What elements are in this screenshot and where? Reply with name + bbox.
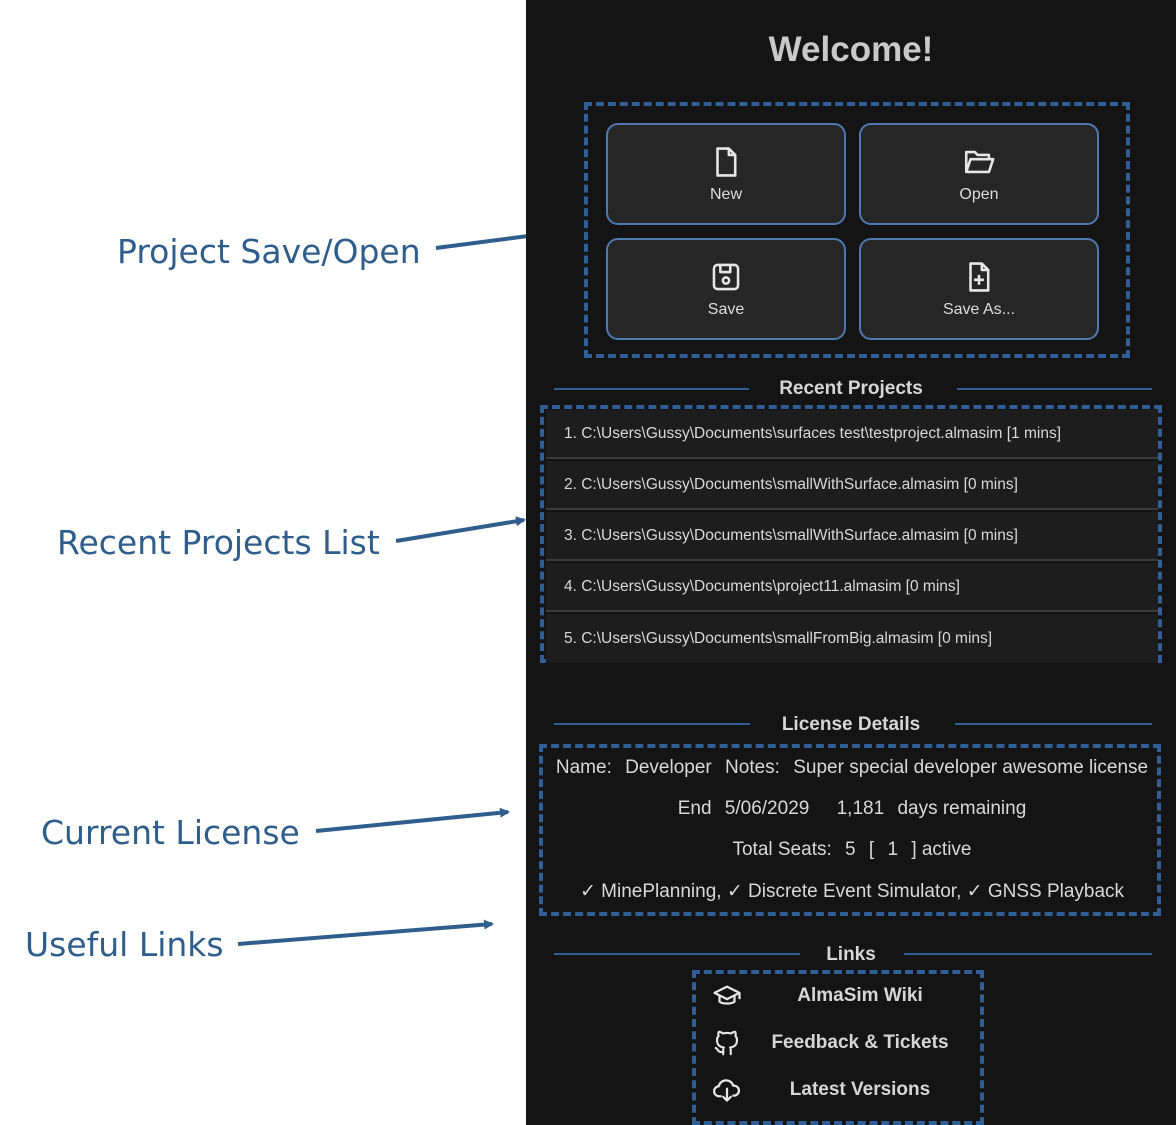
license-active-open: [ xyxy=(868,839,875,860)
link-feedback-tickets-label: Feedback & Tickets xyxy=(771,1032,949,1053)
links-rule-right xyxy=(904,953,1152,955)
recent-project-item[interactable]: 1. C:\Users\Gussy\Documents\surfaces tes… xyxy=(546,410,1158,459)
links-highlight xyxy=(692,970,984,1125)
link-almasim-wiki-label: AlmaSim Wiki xyxy=(797,985,923,1006)
new-project-button[interactable]: New xyxy=(606,123,846,225)
save-as-button-label: Save As... xyxy=(942,301,1016,318)
recent-project-item[interactable]: 5. C:\Users\Gussy\Documents\smallFromBig… xyxy=(546,614,1158,663)
license-name-notes-row: Name: Developer Notes: Super special dev… xyxy=(540,757,1164,779)
license-name-value: Developer xyxy=(625,757,712,778)
license-name-label: Name: xyxy=(555,757,612,778)
annotation-current-license: Current License xyxy=(41,813,300,852)
license-highlight xyxy=(539,744,1161,916)
annotation-area: Project Save/Open Recent Projects List C… xyxy=(0,0,526,1125)
folder-open-icon xyxy=(964,150,995,174)
recent-project-item[interactable]: 3. C:\Users\Gussy\Documents\smallWithSur… xyxy=(546,512,1158,561)
annotation-recent-projects-list: Recent Projects List xyxy=(57,523,380,562)
license-features: ✓ MinePlanning, ✓ Discrete Event Simulat… xyxy=(579,881,1125,902)
license-active-value: 1 xyxy=(887,839,899,860)
recent-projects-rule-right xyxy=(957,388,1152,390)
license-seats-label: Total Seats: xyxy=(732,839,832,860)
arrow-current-license xyxy=(315,807,510,833)
license-end-label: End xyxy=(677,798,712,819)
license-notes-value: Super special developer awesome license xyxy=(793,757,1149,778)
link-almasim-wiki[interactable]: AlmaSim Wiki xyxy=(708,976,978,1016)
welcome-title: Welcome! xyxy=(768,30,934,69)
file-plus-icon xyxy=(969,262,990,292)
open-project-button[interactable]: Open xyxy=(859,123,1099,225)
annotation-project-save-open: Project Save/Open xyxy=(117,232,421,271)
license-days-value: 1,181 xyxy=(836,798,885,819)
license-notes-label: Notes: xyxy=(725,757,780,778)
links-title: Links xyxy=(826,944,876,965)
github-icon xyxy=(714,1030,739,1056)
arrow-useful-links xyxy=(237,919,494,946)
graduation-cap-icon xyxy=(713,985,741,1005)
recent-projects-list: 1. C:\Users\Gussy\Documents\surfaces tes… xyxy=(546,410,1158,663)
license-days-label: days remaining xyxy=(897,798,1027,819)
recent-project-item[interactable]: 4. C:\Users\Gussy\Documents\project11.al… xyxy=(546,563,1158,612)
license-end-row: End 5/06/2029 1,181 days remaining xyxy=(540,798,1164,820)
save-as-button[interactable]: Save As... xyxy=(859,238,1099,340)
link-feedback-tickets[interactable]: Feedback & Tickets xyxy=(708,1023,978,1063)
license-rule-left xyxy=(554,723,750,725)
save-icon xyxy=(712,263,740,291)
arrow-recent-projects-list xyxy=(395,516,526,543)
license-rule-right xyxy=(955,723,1152,725)
open-button-label: Open xyxy=(959,186,999,203)
license-active-label: ] active xyxy=(911,839,972,860)
new-button-label: New xyxy=(709,186,742,203)
recent-projects-rule-left xyxy=(554,388,749,390)
link-latest-versions[interactable]: Latest Versions xyxy=(708,1070,978,1110)
license-seats-row: Total Seats: 5 [ 1 ] active xyxy=(540,839,1164,861)
annotation-useful-links: Useful Links xyxy=(25,925,224,964)
links-rule-left xyxy=(554,953,800,955)
project-buttons-highlight xyxy=(584,102,1130,358)
cloud-download-icon xyxy=(713,1079,741,1102)
file-icon xyxy=(716,147,737,177)
license-details-title: License Details xyxy=(781,714,921,735)
save-button-label: Save xyxy=(707,301,745,318)
recent-projects-title: Recent Projects xyxy=(779,378,923,399)
save-project-button[interactable]: Save xyxy=(606,238,846,340)
license-seats-value: 5 xyxy=(845,839,856,860)
license-end-date: 5/06/2029 xyxy=(724,798,810,819)
link-latest-versions-label: Latest Versions xyxy=(789,1079,931,1100)
recent-project-item[interactable]: 2. C:\Users\Gussy\Documents\smallWithSur… xyxy=(546,461,1158,510)
